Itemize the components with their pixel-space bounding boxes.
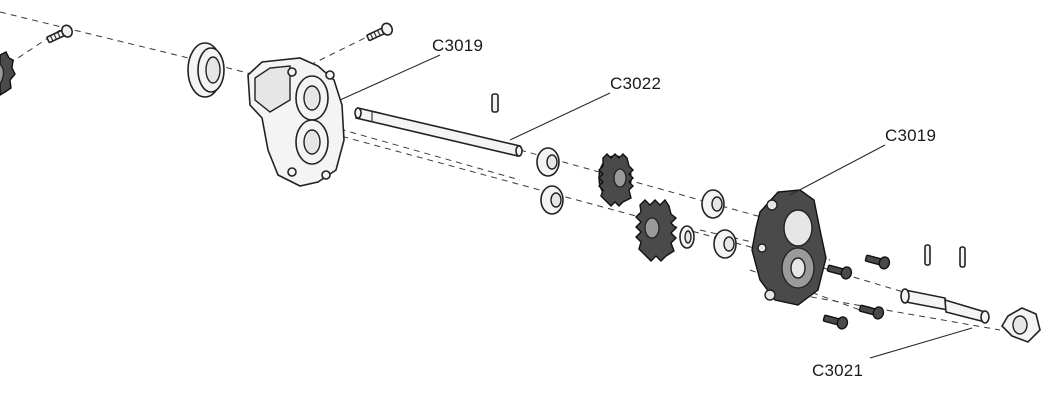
pin-top (491, 93, 499, 113)
housing-left (247, 57, 345, 187)
bearing-right-bottom (713, 229, 737, 259)
partial-gear-left (0, 51, 16, 96)
bearing-mid-top (536, 147, 560, 177)
bearing-left (187, 42, 225, 98)
screw-top-left (46, 24, 74, 44)
screw-right-3 (822, 314, 849, 330)
housing-right (751, 189, 827, 306)
bearing-mid-bottom (540, 185, 564, 215)
bearing-right-top (701, 189, 725, 219)
callout-housing-right: C3019 (885, 126, 937, 145)
assembly-axis-lines (0, 11, 1001, 331)
shaft-main (354, 107, 523, 157)
screw-right-1 (826, 264, 853, 280)
leader-lines (339, 54, 973, 359)
callout-output-shaft: C3021 (812, 361, 864, 380)
gear-large (635, 198, 678, 262)
screw-top-middle (366, 22, 394, 42)
pin-right-1 (924, 244, 931, 266)
screw-right-2 (864, 254, 891, 270)
output-shaft (900, 288, 990, 324)
callout-shaft: C3022 (610, 74, 662, 93)
gear-small (598, 153, 634, 207)
callout-housing-left: C3019 (432, 36, 484, 55)
screw-right-4 (858, 304, 885, 320)
washer (679, 225, 695, 249)
hex-nut (1000, 307, 1041, 343)
pin-right-2 (959, 246, 966, 268)
